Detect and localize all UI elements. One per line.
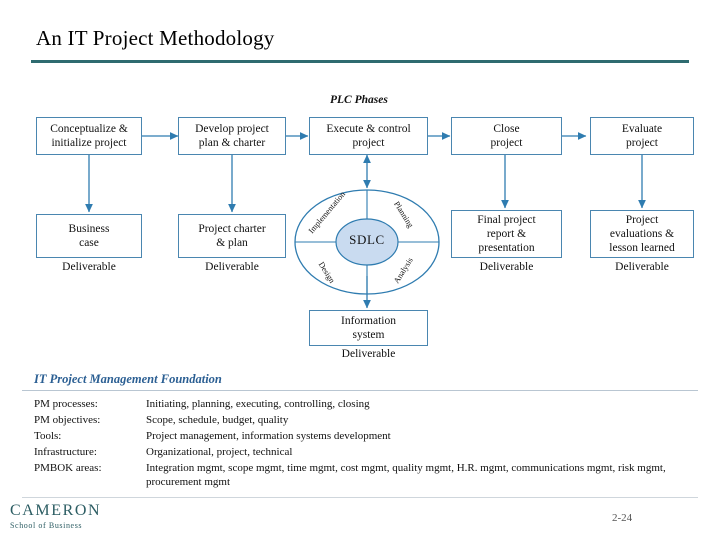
page-title: An IT Project Methodology [36,26,275,50]
logo-main-text: CAMERON [10,502,102,519]
diagram-connectors [85,132,646,309]
table-row: Tools: Project management, information s… [22,429,698,445]
foundation-row-value: Integration mgmt, scope mgmt, time mgmt,… [146,462,666,489]
deliverable-box-project-charter: Project charter & plan [178,214,286,258]
cameron-logo: CAMERON School of Business [10,502,102,531]
deliverable-caption-project-charter: Deliverable [205,261,259,273]
foundation-row-label: Tools: [34,430,62,443]
phase-box-conceptualize-label: Conceptualize & initialize project [50,122,128,149]
foundation-table: PM processes: Initiating, planning, exec… [22,397,698,491]
deliverable-box-business-case: Business case [36,214,142,258]
deliverable-box-information-system: Information system [309,310,428,346]
table-row: PM processes: Initiating, planning, exec… [22,397,698,413]
logo-sub-text: School of Business [10,521,83,530]
deliverable-caption-project-evaluations: Deliverable [615,261,669,273]
deliverable-box-project-evaluations-label: Project evaluations & lesson learned [609,213,675,255]
title-divider [31,60,689,63]
phase-box-conceptualize: Conceptualize & initialize project [36,117,142,155]
sdlc-core-label: SDLC [349,232,385,247]
foundation-row-value: Organizational, project, technical [146,446,293,459]
plc-phases-label: PLC Phases [330,94,388,106]
sdlc-wheel-graphic [294,189,440,295]
foundation-row-value: Scope, schedule, budget, quality [146,414,289,427]
deliverable-box-project-charter-label: Project charter & plan [198,222,266,249]
page-number: 2-24 [612,512,633,524]
phase-box-develop-plan: Develop project plan & charter [178,117,286,155]
phase-box-execute: Execute & control project [309,117,428,155]
sdlc-wheel: SDLC Planning Analysis Design Implementa… [293,188,441,296]
table-row: Infrastructure: Organizational, project,… [22,445,698,461]
deliverable-box-information-system-label: Information system [341,314,396,341]
phase-box-evaluate: Evaluate project [590,117,694,155]
foundation-row-value: Project management, information systems … [146,430,391,443]
foundation-row-label: PMBOK areas: [34,462,102,475]
foundation-divider-top [22,390,698,391]
deliverable-box-business-case-label: Business case [68,222,110,249]
deliverable-caption-information-system: Deliverable [341,348,396,360]
table-row: PMBOK areas: Integration mgmt, scope mgm… [22,461,698,491]
foundation-row-value: Initiating, planning, executing, control… [146,398,370,410]
foundation-panel: IT Project Management Foundation PM proc… [22,372,698,499]
phase-box-close-label: Close project [490,122,523,149]
foundation-divider-bottom [22,497,698,499]
table-row: PM objectives: Scope, schedule, budget, … [22,413,698,429]
foundation-row-label: Infrastructure: [34,446,97,459]
phase-box-execute-label: Execute & control project [326,122,411,149]
foundation-row-label: PM processes: [34,398,98,410]
foundation-title: IT Project Management Foundation [34,372,222,386]
deliverable-box-final-report-label: Final project report & presentation [477,213,536,255]
phase-box-close: Close project [451,117,562,155]
deliverable-box-final-report: Final project report & presentation [451,210,562,258]
foundation-row-label: PM objectives: [34,414,101,427]
deliverable-caption-final-report: Deliverable [479,261,534,273]
phase-box-evaluate-label: Evaluate project [621,122,663,149]
deliverable-box-project-evaluations: Project evaluations & lesson learned [590,210,694,258]
phase-box-develop-plan-label: Develop project plan & charter [195,122,269,149]
methodology-diagram: PLC Phases Conceptualize & initialize pr… [0,84,720,374]
deliverable-caption-business-case: Deliverable [62,261,116,273]
